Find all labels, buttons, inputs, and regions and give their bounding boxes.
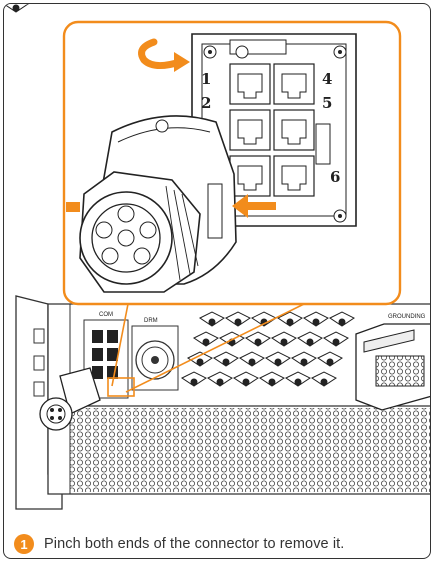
cable-gland-array [4, 4, 355, 387]
grounding-label: GROUNDING [388, 314, 426, 320]
zoom-callout: 1 2 4 5 6 [62, 20, 402, 306]
port-number-4: 4 [322, 70, 332, 88]
drm-label: DRM [144, 318, 158, 324]
rotate-arrow-icon [138, 38, 190, 72]
zoom-border [62, 20, 402, 306]
port-number-6: 6 [330, 168, 340, 186]
port-number-1: 1 [201, 70, 211, 88]
pinch-arrow-left-icon [66, 202, 80, 212]
zoom-guide-lines [111, 303, 305, 393]
pinch-arrow-right-icon [232, 194, 276, 218]
connector-plug-large [79, 115, 237, 293]
grounding-box: GROUNDING [355, 314, 430, 411]
highlight-box [107, 377, 135, 397]
connector-plug-small [39, 367, 101, 431]
figure-frame: COM DRM [3, 3, 431, 559]
step-caption: 1 Pinch both ends of the connector to re… [14, 534, 344, 554]
port-number-2: 2 [201, 94, 211, 112]
com-label: COM [99, 312, 113, 318]
step-number-badge: 1 [14, 534, 34, 554]
port-number-5: 5 [322, 94, 332, 112]
inverter-device-drawing: COM DRM [4, 4, 430, 510]
step-instruction-text: Pinch both ends of the connector to remo… [44, 536, 345, 552]
installation-illustration: COM DRM [4, 4, 430, 510]
